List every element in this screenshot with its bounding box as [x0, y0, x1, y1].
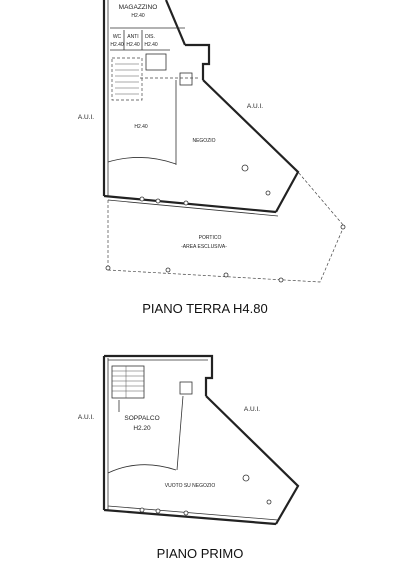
vuoto-label: VUOTO SU NEGOZIO [165, 483, 216, 489]
first-aui-left-label: A.U.I. [78, 414, 94, 421]
portico-post [278, 277, 284, 283]
portico-label: PORTICO [199, 235, 222, 241]
first-stair-treads [112, 366, 144, 398]
portico-post [105, 265, 111, 271]
soppalco-height: H2.20 [133, 425, 151, 432]
ground-floor-plan [102, 0, 346, 283]
first-right-exterior-wall [205, 395, 300, 525]
anti-label: ANTI [127, 34, 138, 40]
first-pillar-box [179, 381, 193, 395]
ground-top-diagonal-wall [164, 0, 187, 46]
anti-height: H2.40 [126, 42, 140, 48]
negozio-label: NEGOZIO [192, 138, 215, 144]
portico-outline [107, 171, 345, 283]
soppalco-label: SOPPALCO [124, 415, 159, 422]
ground-front-facade [103, 194, 277, 214]
first-floor-plan [102, 354, 300, 526]
column-marker [155, 198, 161, 204]
wc-label: WC [113, 34, 122, 40]
ground-service-block-wall [185, 43, 211, 80]
first-arc [107, 464, 177, 474]
magazzino-label: MAGAZZINO [119, 4, 158, 11]
aui-right-label: A.U.I. [247, 103, 263, 110]
ground-service-box [145, 53, 167, 71]
column-marker [155, 508, 161, 514]
first-internal-edge [176, 395, 184, 471]
column-marker [183, 510, 189, 516]
area-esclusiva-label: -AREA ESCLUSIVA- [181, 244, 227, 250]
column-marker [265, 190, 271, 196]
first-floor-title: PIANO PRIMO [157, 546, 244, 561]
first-top-wall [104, 354, 214, 396]
portico-post [165, 267, 171, 273]
ground-stair-treads [115, 63, 139, 95]
column-marker [139, 507, 145, 513]
first-aui-right-label: A.U.I. [244, 406, 260, 413]
first-front-facade-inner [107, 505, 279, 521]
ground-arc [107, 157, 177, 165]
column-marker [183, 200, 189, 206]
column-marker [266, 499, 272, 505]
first-front-facade [103, 508, 277, 526]
magazzino-height: H2.40 [131, 13, 145, 19]
dis-height: H2.40 [144, 42, 158, 48]
column-marker [241, 164, 249, 172]
ground-floor-title: PIANO TERRA H4.80 [142, 301, 267, 316]
wc-height: H2.40 [110, 42, 124, 48]
portico-post [223, 272, 229, 278]
ground-pillar-box [179, 72, 193, 86]
main-room-height: H2.40 [134, 124, 148, 130]
dis-label: DIS. [145, 34, 155, 40]
portico-post [340, 224, 346, 230]
ground-right-exterior-wall [202, 79, 300, 213]
ground-front-facade-inner [107, 199, 279, 217]
ground-stair-outline [111, 57, 143, 101]
first-stair-outline [111, 365, 145, 399]
column-marker [139, 196, 145, 202]
aui-left-label: A.U.I. [78, 114, 94, 121]
column-marker [242, 474, 250, 482]
